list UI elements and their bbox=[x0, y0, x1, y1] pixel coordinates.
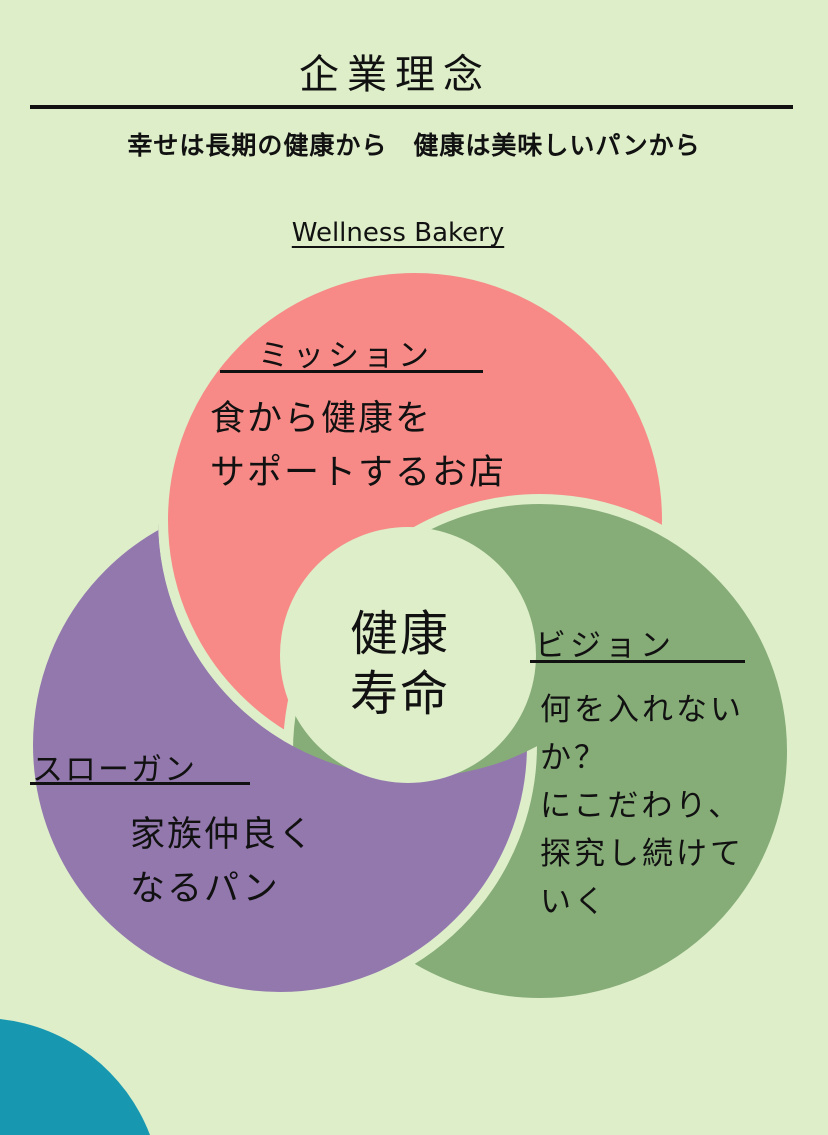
mission-underline bbox=[220, 370, 483, 373]
page-title: 企業理念 bbox=[299, 52, 491, 98]
slogan-line: なるパン bbox=[130, 869, 280, 909]
mission-line: サポートするお店 bbox=[210, 453, 507, 493]
center-circle bbox=[280, 527, 536, 783]
center-text: 健康 寿命 bbox=[350, 604, 450, 724]
subtitle: 幸せは長期の健康から 健康は美味しいパンから bbox=[127, 131, 701, 160]
vision-underline bbox=[530, 660, 745, 663]
mission-text: 食から健康を サポートするお店 bbox=[210, 392, 506, 500]
vision-line: 探究し続けて bbox=[540, 836, 744, 872]
mission-line: 食から健康を bbox=[210, 399, 433, 439]
vision-line: か？ bbox=[540, 740, 608, 776]
accent-circle bbox=[0, 1019, 150, 1135]
center-line: 寿命 bbox=[350, 666, 451, 722]
vision-line: にこだわり、 bbox=[540, 788, 743, 824]
vision-text: 何を入れない か？ にこだわり、 探究し続けて いく bbox=[540, 686, 744, 926]
vision-line: 何を入れない bbox=[540, 692, 744, 728]
slogan-text: 家族仲良く なるパン bbox=[130, 808, 315, 916]
mission-heading: ミッション bbox=[258, 338, 433, 374]
brand-name: Wellness Bakery bbox=[291, 218, 505, 248]
slogan-line: 家族仲良く bbox=[130, 815, 316, 855]
title-divider bbox=[30, 105, 793, 109]
center-line: 健康 bbox=[350, 606, 451, 662]
vision-line: いく bbox=[540, 884, 608, 920]
vision-heading: ビジョン bbox=[535, 628, 675, 664]
slogan-underline bbox=[30, 782, 250, 785]
